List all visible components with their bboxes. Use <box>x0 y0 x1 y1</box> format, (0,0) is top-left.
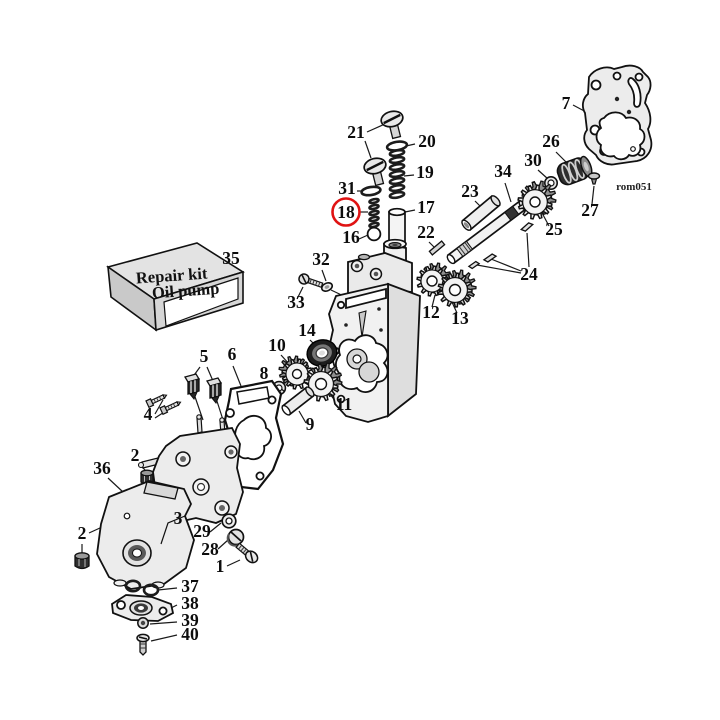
label-22: 22 <box>417 222 435 242</box>
label-38: 38 <box>181 593 199 613</box>
label-34: 34 <box>494 161 512 181</box>
gasket-cutout <box>595 111 646 161</box>
label-32: 32 <box>312 249 330 269</box>
repair-kit-text-line1: Repair kit <box>135 264 208 288</box>
label-3: 3 <box>174 508 183 528</box>
label-4: 4 <box>144 404 153 424</box>
part-idler-shaft-23 <box>461 194 501 232</box>
part-keys-24 <box>467 222 535 270</box>
part-oring-31 <box>360 185 382 197</box>
part-plug-27 <box>587 172 601 185</box>
label-40: 40 <box>181 624 199 644</box>
label-24: 24 <box>520 264 538 284</box>
label-31: 31 <box>338 178 356 198</box>
part-screw-40 <box>136 633 150 656</box>
label-27: 27 <box>581 200 599 220</box>
label-37: 37 <box>181 576 199 596</box>
part-orings-37 <box>124 579 160 597</box>
label-12: 12 <box>422 302 440 322</box>
label-2b: 2 <box>78 523 87 543</box>
label-8: 8 <box>260 363 269 383</box>
part-spring-19 <box>388 148 406 200</box>
part-number-labels: 7 21 20 19 31 18 17 16 22 23 34 30 26 27… <box>78 93 599 644</box>
highlight-circle-18 <box>331 197 361 227</box>
part-spring-26 <box>556 155 593 186</box>
label-30: 30 <box>524 150 542 170</box>
label-21: 21 <box>347 122 365 142</box>
part-washer-29 <box>221 513 237 529</box>
label-13: 13 <box>451 308 469 328</box>
label-39: 39 <box>181 610 199 630</box>
label-23: 23 <box>461 181 479 201</box>
label-18: 18 <box>337 202 355 222</box>
label-19: 19 <box>416 162 434 182</box>
part-cap-screw-21b <box>363 157 387 187</box>
part-check-ball-16 <box>366 226 382 242</box>
part-gear-13 <box>437 269 477 308</box>
label-16: 16 <box>342 227 360 247</box>
label-7: 7 <box>562 93 571 113</box>
gasket-slot <box>627 77 642 108</box>
label-1: 1 <box>216 556 225 576</box>
label-33: 33 <box>287 292 305 312</box>
part-screw-1 <box>235 542 259 564</box>
label-14: 14 <box>298 320 316 340</box>
part-pin-22 <box>428 240 446 256</box>
label-36: 36 <box>93 458 111 478</box>
repair-kit-text-line2: Oil pump <box>151 279 220 303</box>
part-screw-28 <box>226 528 245 547</box>
label-10: 10 <box>268 335 286 355</box>
part-washer-32 <box>320 282 334 292</box>
repair-kit-box: Repair kit Oil pump <box>106 242 245 332</box>
label-29: 29 <box>193 521 211 541</box>
part-flange-38 <box>111 594 175 622</box>
part-nut-39 <box>137 617 149 629</box>
label-5: 5 <box>200 346 209 366</box>
part-nut-2b <box>74 552 90 570</box>
label-11: 11 <box>336 394 353 414</box>
part-screw-33 <box>298 273 324 289</box>
label-20: 20 <box>418 131 436 151</box>
part-pump-body <box>328 238 421 423</box>
label-2a: 2 <box>131 445 140 465</box>
label-17: 17 <box>417 197 435 217</box>
label-6: 6 <box>228 344 237 364</box>
label-28: 28 <box>201 539 219 559</box>
part-screws-4 <box>145 394 182 416</box>
label-25: 25 <box>545 219 563 239</box>
label-9: 9 <box>306 414 315 434</box>
body-slot <box>345 287 387 310</box>
part-keys-5 <box>184 373 222 405</box>
part-pin-9 <box>281 386 315 416</box>
part-gasket-plate-7 <box>581 64 653 166</box>
part-cap-screw-21a <box>380 110 404 140</box>
watermark-text: rom051 <box>616 181 652 193</box>
label-35: 35 <box>222 248 240 268</box>
label-26: 26 <box>542 131 560 151</box>
part-gasket-6 <box>223 379 285 491</box>
part-seal-14 <box>306 339 338 367</box>
part-gear-25 <box>517 180 557 220</box>
part-cover-36 <box>96 480 195 590</box>
